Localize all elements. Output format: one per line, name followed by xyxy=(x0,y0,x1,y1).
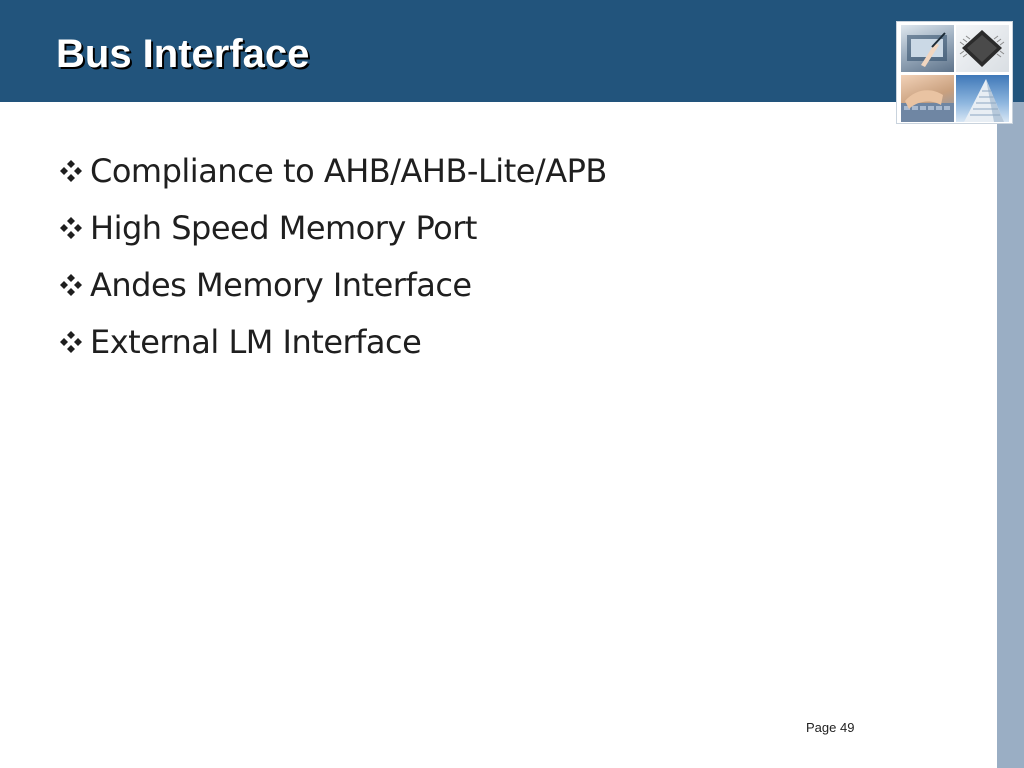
diamond-bullet-icon xyxy=(60,216,82,239)
bullet-item: High Speed Memory Port xyxy=(56,199,956,256)
bullet-text: High Speed Memory Port xyxy=(90,208,477,247)
page-number: Page 49 xyxy=(806,720,855,735)
bullet-text: Compliance to AHB/AHB-Lite/APB xyxy=(90,151,607,190)
microchip-photo-icon xyxy=(956,25,1009,72)
bullet-item: Compliance to AHB/AHB-Lite/APB xyxy=(56,142,956,199)
bullet-text: External LM Interface xyxy=(90,322,422,361)
keyboard-typing-photo-icon xyxy=(901,75,954,122)
bullet-list: Compliance to AHB/AHB-Lite/APB High Spee… xyxy=(56,142,956,370)
diamond-bullet-icon xyxy=(60,159,82,182)
slide-title: Bus Interface xyxy=(56,32,310,76)
bullet-item: Andes Memory Interface xyxy=(56,256,956,313)
diamond-bullet-icon xyxy=(60,273,82,296)
header-band xyxy=(0,0,1024,102)
bullet-item: External LM Interface xyxy=(56,313,956,370)
diamond-bullet-icon xyxy=(60,330,82,353)
skyscraper-photo-icon xyxy=(956,75,1009,122)
hand-writing-photo-icon xyxy=(901,25,954,72)
bullet-text: Andes Memory Interface xyxy=(90,265,472,304)
header-photo-grid xyxy=(896,21,1013,124)
side-strip xyxy=(997,102,1024,768)
